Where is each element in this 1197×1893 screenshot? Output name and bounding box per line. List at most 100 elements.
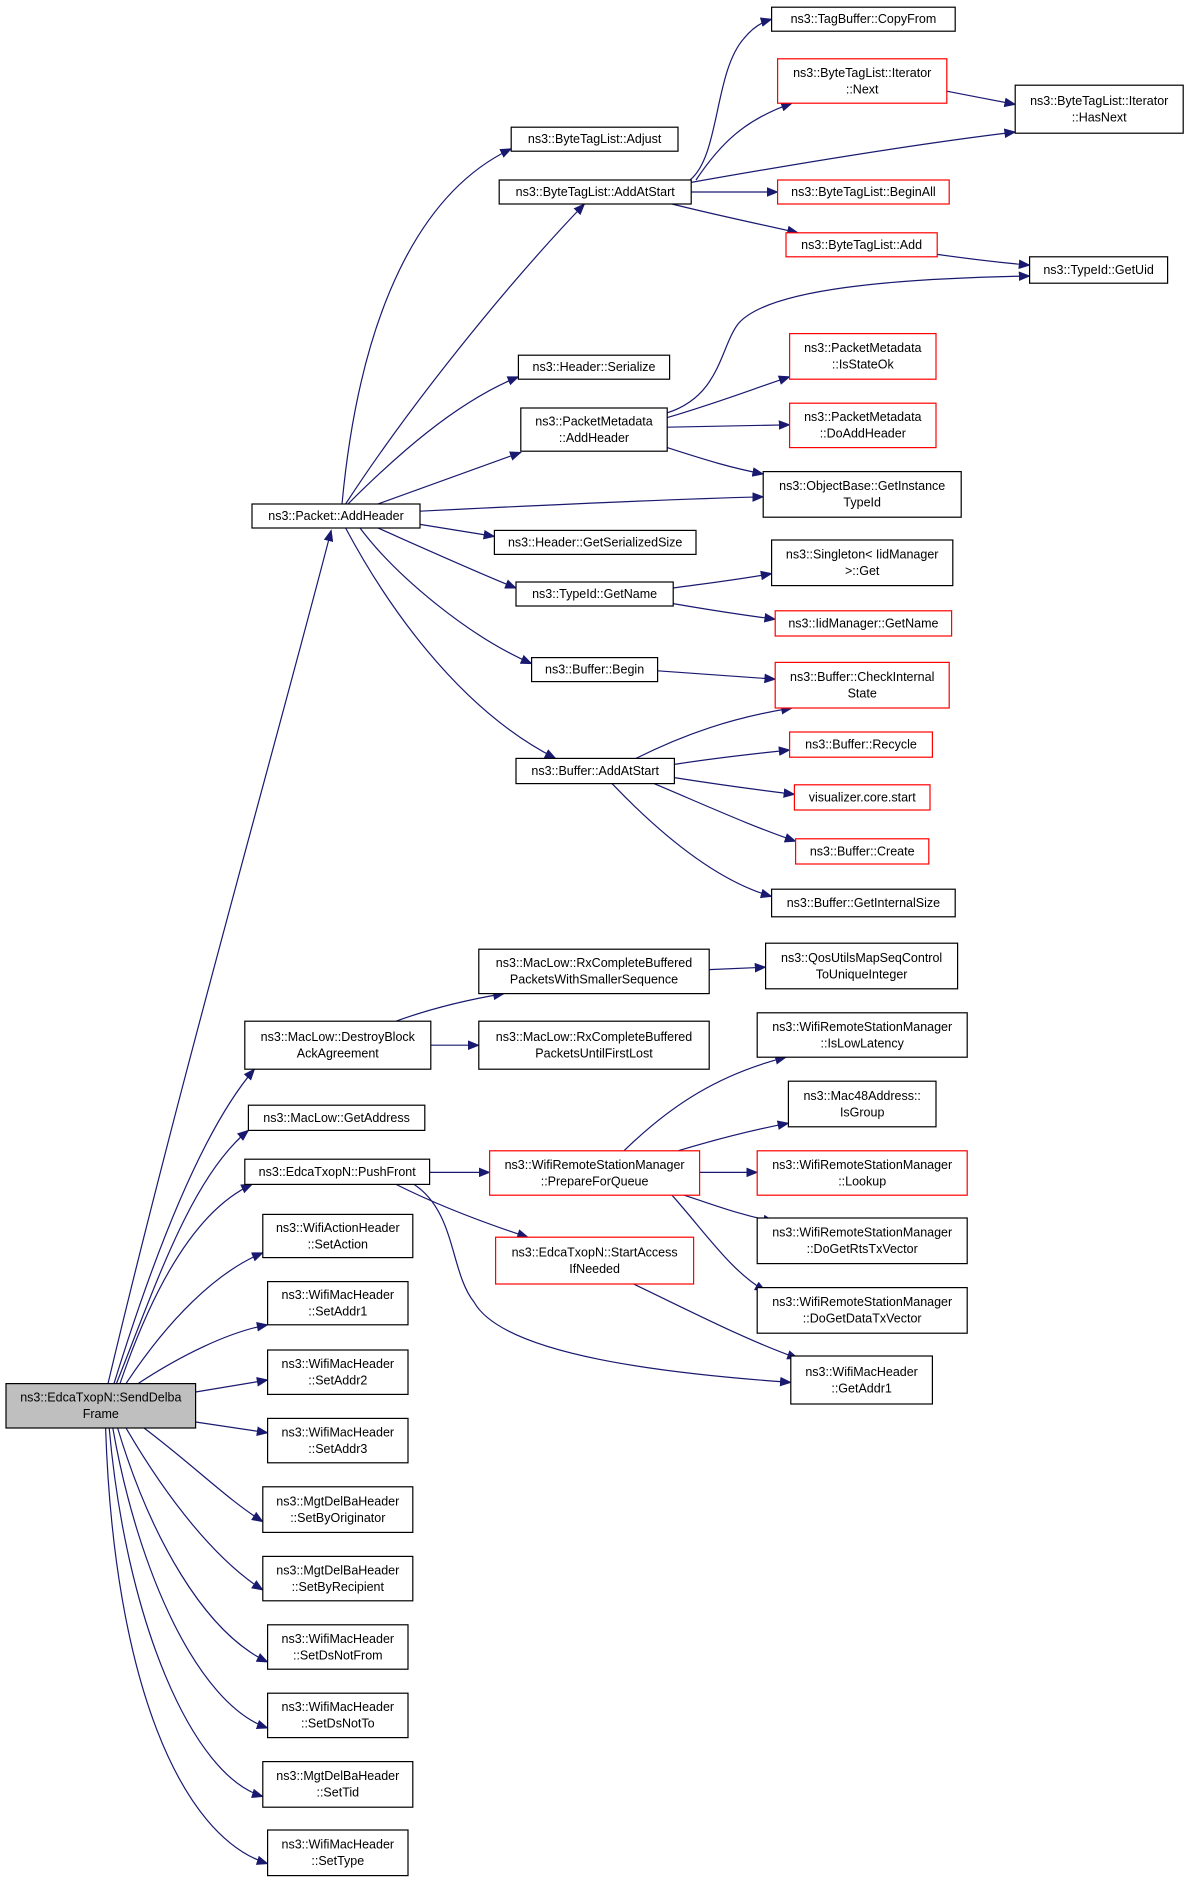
node-pm-isstateok[interactable]: ns3::PacketMetadata::IsStateOk [788, 333, 937, 380]
node-box[interactable] [493, 529, 697, 556]
node-btl-adjust[interactable]: ns3::ByteTagList::Adjust [510, 126, 679, 152]
node-box[interactable] [762, 471, 962, 518]
node-box[interactable] [244, 1158, 431, 1185]
node-buffer-create[interactable]: ns3::Buffer::Create [794, 838, 930, 865]
node-wmh-settype[interactable]: ns3::WifiMacHeader::SetType [267, 1829, 409, 1877]
node-box[interactable] [787, 1080, 937, 1128]
node-box[interactable] [515, 757, 675, 785]
node-wmh-setdsnotto[interactable]: ns3::WifiMacHeader::SetDsNotTo [267, 1692, 409, 1739]
node-box[interactable] [794, 838, 930, 865]
node-box[interactable] [510, 126, 679, 152]
node-wmh-getaddr1[interactable]: ns3::WifiMacHeader::GetAddr1 [790, 1355, 933, 1405]
node-qosutils-mapseqcontrol[interactable]: ns3::QosUtilsMapSeqControlToUniqueIntege… [764, 942, 959, 990]
node-box[interactable] [770, 539, 954, 587]
node-box[interactable] [244, 1020, 432, 1070]
node-maclow-rxcbp-smaller[interactable]: ns3::MacLow::RxCompleteBufferedPacketsWi… [478, 948, 710, 995]
node-mgt-setbyoriginator[interactable]: ns3::MgtDelBaHeader::SetByOriginator [262, 1486, 414, 1534]
node-box[interactable] [785, 232, 938, 258]
node-box[interactable] [247, 1104, 426, 1131]
node-box[interactable] [517, 354, 671, 380]
node-edca-pushfront[interactable]: ns3::EdcaTxopN::PushFront [244, 1158, 431, 1185]
node-box[interactable] [478, 948, 710, 995]
node-box[interactable] [267, 1829, 409, 1877]
node-box[interactable] [267, 1692, 409, 1739]
node-box[interactable] [756, 1217, 968, 1265]
node-box[interactable] [1028, 256, 1169, 284]
node-iidmanager-getname[interactable]: ns3::IidManager::GetName [774, 610, 953, 637]
node-box[interactable] [267, 1349, 409, 1396]
node-btl-iter-next[interactable]: ns3::ByteTagList::Iterator::Next [776, 58, 948, 104]
node-singleton-get[interactable]: ns3::Singleton< IidManager>::Get [770, 539, 954, 587]
node-box[interactable] [770, 6, 956, 32]
node-packet-addheader[interactable]: ns3::Packet::AddHeader [251, 503, 421, 529]
node-box[interactable] [262, 1760, 414, 1808]
node-box[interactable] [267, 1280, 409, 1326]
node-buffer-begin[interactable]: ns3::Buffer::Begin [530, 656, 659, 683]
node-box[interactable] [478, 1020, 710, 1070]
node-wifiaction-setaction[interactable]: ns3::WifiActionHeader::SetAction [262, 1213, 414, 1259]
node-maclow-getaddress[interactable]: ns3::MacLow::GetAddress [247, 1104, 426, 1131]
node-wrsm-islowlatency[interactable]: ns3::WifiRemoteStationManager::IsLowLate… [756, 1012, 968, 1058]
node-buffer-getinternalsize[interactable]: ns3::Buffer::GetInternalSize [770, 888, 956, 918]
node-btl-beginall[interactable]: ns3::ByteTagList::BeginAll [776, 179, 950, 205]
node-box[interactable] [251, 503, 421, 529]
node-wmh-setdsnotfrom[interactable]: ns3::WifiMacHeader::SetDsNotFrom [267, 1624, 409, 1670]
node-typeid-getname[interactable]: ns3::TypeId::GetName [515, 581, 674, 607]
node-typeid-getuid[interactable]: ns3::TypeId::GetUid [1028, 256, 1169, 284]
node-box[interactable] [776, 58, 948, 104]
node-box[interactable] [756, 1286, 968, 1334]
node-mgt-settid[interactable]: ns3::MgtDelBaHeader::SetTid [262, 1760, 414, 1808]
node-wmh-setaddr2[interactable]: ns3::WifiMacHeader::SetAddr2 [267, 1349, 409, 1396]
node-wrsm-prepareforqueue[interactable]: ns3::WifiRemoteStationManager::PrepareFo… [489, 1150, 701, 1196]
node-box[interactable] [5, 1382, 197, 1429]
node-box[interactable] [262, 1555, 414, 1602]
node-mac48-isgroup[interactable]: ns3::Mac48Address::IsGroup [787, 1080, 937, 1128]
node-btl-addatstart[interactable]: ns3::ByteTagList::AddAtStart [498, 179, 692, 205]
node-tagbuffer-copyfrom[interactable]: ns3::TagBuffer::CopyFrom [770, 6, 956, 32]
node-box[interactable] [520, 407, 668, 452]
node-box[interactable] [788, 402, 937, 449]
node-box[interactable] [770, 888, 956, 918]
node-wrsm-dogetrtstxvector[interactable]: ns3::WifiRemoteStationManager::DoGetRtsT… [756, 1217, 968, 1265]
node-box[interactable] [489, 1150, 701, 1196]
node-box[interactable] [790, 1355, 933, 1405]
node-box[interactable] [530, 656, 659, 683]
node-wmh-setaddr3[interactable]: ns3::WifiMacHeader::SetAddr3 [267, 1417, 409, 1464]
node-box[interactable] [267, 1417, 409, 1464]
node-box[interactable] [756, 1012, 968, 1058]
node-btl-iter-hasnext[interactable]: ns3::ByteTagList::Iterator::HasNext [1014, 84, 1184, 134]
node-box[interactable] [495, 1236, 695, 1285]
node-pm-addheader[interactable]: ns3::PacketMetadata::AddHeader [520, 407, 668, 452]
node-box[interactable] [764, 942, 959, 990]
node-mgt-setbyrecipient[interactable]: ns3::MgtDelBaHeader::SetByRecipient [262, 1555, 414, 1602]
node-box[interactable] [262, 1486, 414, 1534]
node-maclow-rxcbp-untilfirstlost[interactable]: ns3::MacLow::RxCompleteBufferedPacketsUn… [478, 1020, 710, 1070]
node-box[interactable] [788, 731, 933, 758]
node-wrsm-dogetdatatxvector[interactable]: ns3::WifiRemoteStationManager::DoGetData… [756, 1286, 968, 1334]
node-box[interactable] [793, 784, 931, 811]
node-box[interactable] [776, 179, 950, 205]
node-wrsm-lookup[interactable]: ns3::WifiRemoteStationManager::Lookup [756, 1150, 968, 1196]
node-buffer-addatstart[interactable]: ns3::Buffer::AddAtStart [515, 757, 675, 785]
node-box[interactable] [756, 1150, 968, 1196]
node-box[interactable] [515, 581, 674, 607]
node-box[interactable] [774, 610, 953, 637]
node-visualizer-core-start[interactable]: visualizer.core.start [793, 784, 931, 811]
node-box[interactable] [1014, 84, 1184, 134]
node-box[interactable] [788, 333, 937, 380]
node-box[interactable] [262, 1213, 414, 1259]
node-buffer-recycle[interactable]: ns3::Buffer::Recycle [788, 731, 933, 758]
node-box[interactable] [498, 179, 692, 205]
node-header-serialize[interactable]: ns3::Header::Serialize [517, 354, 671, 380]
node-header-getserializedsize[interactable]: ns3::Header::GetSerializedSize [493, 529, 697, 556]
node-pm-doaddheader[interactable]: ns3::PacketMetadata::DoAddHeader [788, 402, 937, 449]
node-wmh-setaddr1[interactable]: ns3::WifiMacHeader::SetAddr1 [267, 1280, 409, 1326]
node-box[interactable] [267, 1624, 409, 1670]
node-box[interactable] [774, 661, 950, 709]
node-btl-add[interactable]: ns3::ByteTagList::Add [785, 232, 938, 258]
